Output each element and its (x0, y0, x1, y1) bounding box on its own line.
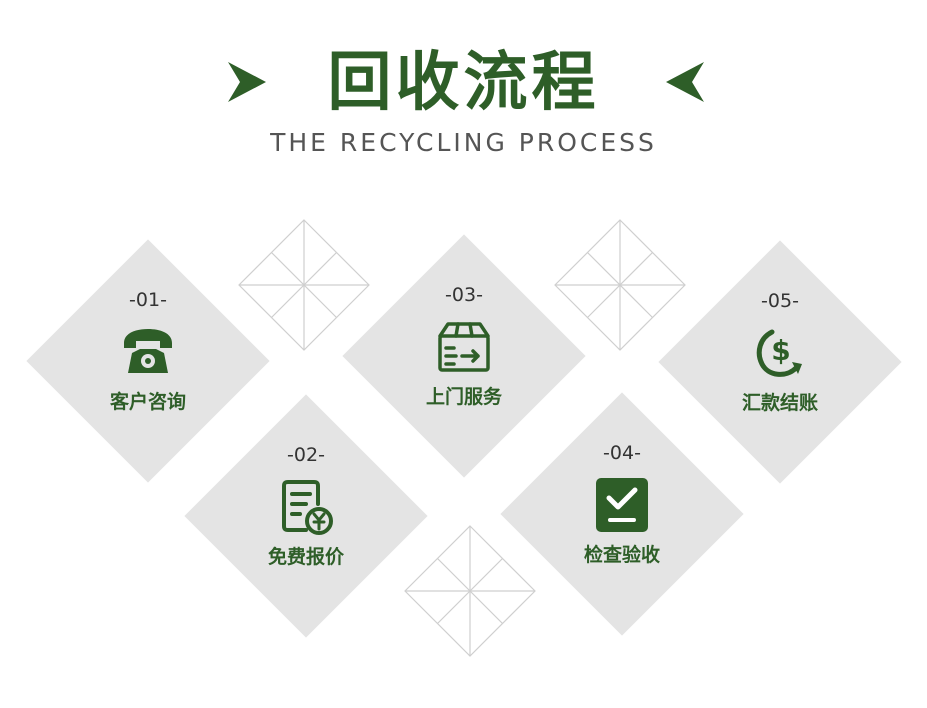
step-card-consultation: -01- 客户咨询 (24, 237, 272, 485)
step-label: 客户咨询 (109, 391, 186, 413)
svg-text:$: $ (771, 334, 790, 367)
chevron-right-icon (222, 60, 270, 104)
step-card-onsite-service: -03- 上门服务 (340, 232, 588, 480)
dollar-payment-icon: $ (750, 324, 810, 384)
chevron-left-icon (662, 60, 710, 104)
title-row: 回收流程 (0, 40, 927, 130)
step-label: 检查验收 (583, 544, 660, 566)
step-card-free-quote: -02- 免费报价 (182, 392, 430, 640)
checkbox-icon (592, 476, 652, 536)
step-label: 免费报价 (267, 546, 344, 568)
step-label: 汇款结账 (741, 392, 818, 414)
decorative-diamond-outline (403, 524, 537, 658)
delivery-box-icon (434, 318, 494, 378)
page-subtitle: THE RECYCLING PROCESS (270, 128, 657, 157)
step-number: -02- (287, 444, 325, 466)
decorative-diamond-outline (553, 218, 687, 352)
step-card-payment: -05- $ 汇款结账 (656, 238, 904, 486)
step-label: 上门服务 (425, 386, 502, 408)
decorative-diamond-outline (237, 218, 371, 352)
step-card-inspection: -04- 检查验收 (498, 390, 746, 638)
step-number: -05- (761, 290, 799, 312)
step-number: -04- (603, 442, 641, 464)
telephone-icon (118, 323, 178, 383)
page-title: 回收流程 (327, 46, 600, 120)
step-number: -01- (129, 289, 167, 311)
quote-document-yen-icon (276, 478, 336, 538)
step-number: -03- (445, 284, 483, 306)
